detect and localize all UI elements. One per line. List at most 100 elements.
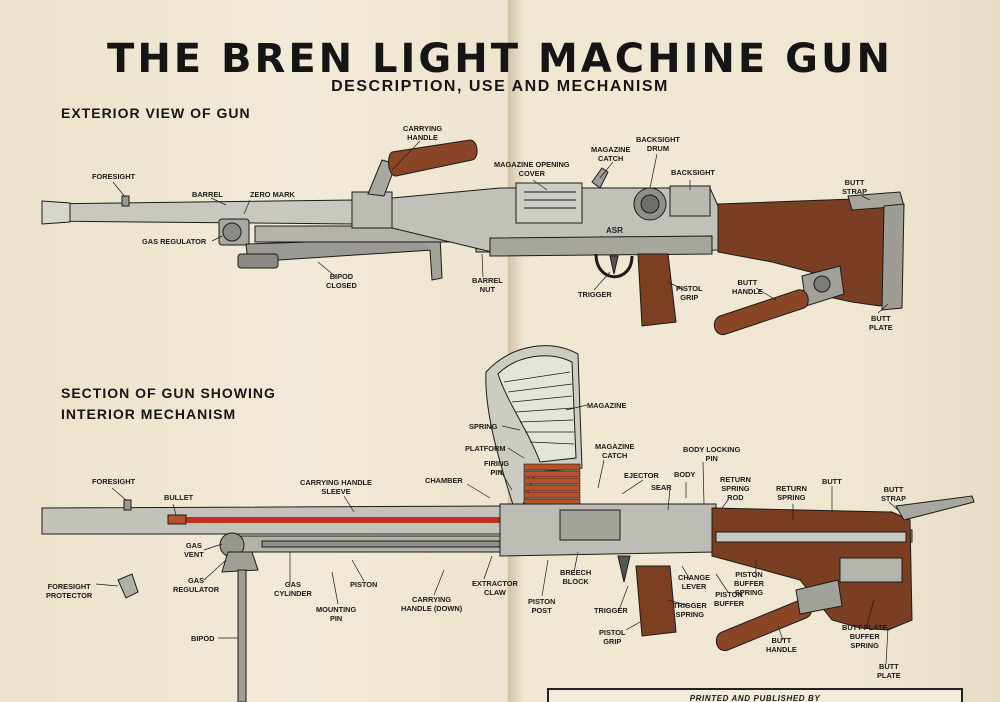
ext-label-trigger: TRIGGER	[578, 290, 612, 299]
sec-label-piston-buffer-spring-3: SPRING	[734, 588, 764, 597]
sec-label-butt: BUTT	[822, 477, 842, 486]
sec-label-firing-pin-2: PIN	[490, 468, 503, 477]
sec-label-magazine-catch-1: MAGAZINE	[595, 442, 635, 451]
sec-label-foresight-protector: FORESIGHT PROTECTOR	[46, 582, 92, 600]
exterior-carrying-handle-grip	[388, 139, 478, 177]
sec-label-gas-vent-1: GAS	[185, 541, 202, 550]
exterior-trigger-guard	[594, 253, 634, 279]
sec-label-piston-buffer: PISTON BUFFER	[714, 590, 744, 608]
sec-label-return-spring-rod-3: ROD	[727, 493, 744, 502]
page-title: THE BREN LIGHT MACHINE GUN	[107, 36, 893, 82]
ext-label-butt-strap-1: BUTT	[844, 178, 865, 187]
ext-label-barrel-nut: BARREL NUT	[472, 276, 503, 294]
sec-label-carrying-handle-sleeve: CARRYING HANDLE SLEEVE	[300, 478, 372, 496]
sec-label-butt-handle-2: HANDLE	[766, 645, 797, 654]
sec-label-butt-handle-1: BUTT	[771, 636, 792, 645]
ext-label-foresight: FORESIGHT	[92, 172, 136, 181]
sec-label-piston-buffer-spring: PISTON BUFFER SPRING	[734, 570, 764, 597]
sec-label-breech-block-2: BLOCK	[562, 577, 589, 586]
sec-label-butt-plate-buffer-spring-3: SPRING	[850, 641, 879, 650]
sec-label-piston-post-2: POST	[531, 606, 552, 615]
exterior-gun: ASR	[41, 139, 905, 336]
sec-label-chamber: CHAMBER	[425, 476, 463, 485]
ext-label-butt-handle-1: BUTT	[737, 278, 758, 287]
ext-label-butt-handle-2: HANDLE	[732, 287, 763, 296]
sec-label-pistol-grip: PISTOL GRIP	[599, 628, 626, 646]
sec-label-magazine-catch: MAGAZINE CATCH	[595, 442, 634, 460]
sec-label-mounting-pin-2: PIN	[329, 614, 343, 623]
sec-label-butt-plate-2: PLATE	[877, 671, 901, 680]
sec-label-return-spring-1: RETURN	[776, 484, 807, 493]
sec-label-piston-buffer-1: PISTON	[715, 590, 743, 599]
exterior-carrying-handle-base	[351, 191, 393, 229]
sec-label-breech-block: BREECH BLOCK	[560, 568, 591, 586]
ext-label-butt-handle: BUTT HANDLE	[732, 278, 763, 296]
section-cartridges	[523, 463, 581, 506]
ext-label-bipod-closed-2: CLOSED	[326, 281, 357, 290]
exterior-stamp: ASR	[606, 226, 623, 235]
sec-label-foresight-protector-2: PROTECTOR	[46, 591, 93, 600]
section-foresight	[123, 499, 132, 511]
ext-label-backsight-drum-1: BACKSIGHT	[636, 135, 680, 144]
sec-label-piston-buffer-2: BUFFER	[714, 599, 744, 608]
ext-label-butt-strap: BUTT STRAP	[842, 178, 867, 196]
section-butt-handle-bracket	[795, 579, 843, 615]
section-bipod-leg	[237, 569, 247, 702]
sec-label-butt-handle: BUTT HANDLE	[766, 636, 797, 654]
sec-label-piston-post-1: PISTON	[528, 597, 556, 606]
sec-label-extractor-claw-1: EXTRACTOR	[472, 579, 518, 588]
exterior-foresight	[121, 195, 130, 207]
sec-label-body-locking-pin-2: PIN	[705, 454, 718, 463]
section-breech-block	[559, 509, 621, 541]
ext-label-butt-strap-2: STRAP	[842, 187, 868, 196]
sec-label-piston-post: PISTON POST	[528, 597, 555, 615]
section-heading-line-2: INTERIOR MECHANISM	[61, 406, 237, 422]
ext-label-butt-plate-2: PLATE	[869, 323, 893, 332]
publisher-box: PRINTED AND PUBLISHED BY	[547, 688, 963, 702]
sec-label-change-lever-1: CHANGE	[678, 573, 711, 582]
sec-label-carrying-handle-down: CARRYING HANDLE (DOWN)	[401, 595, 462, 613]
ext-label-barrel-nut-2: NUT	[479, 285, 495, 294]
ext-label-carrying-handle-1: CARRYING	[403, 124, 443, 133]
exterior-barrel	[41, 199, 356, 225]
sec-label-mounting-pin: MOUNTING PIN	[316, 605, 356, 623]
publisher-text: PRINTED AND PUBLISHED BY	[689, 694, 821, 702]
section-butt-strap	[895, 495, 975, 521]
sec-label-pistol-grip-1: PISTOL	[599, 628, 626, 637]
ext-label-magazine-catch-1: MAGAZINE	[591, 145, 631, 154]
section-bullet	[167, 514, 187, 525]
ext-label-magazine-catch: MAGAZINE CATCH	[591, 145, 630, 163]
ext-label-zero-mark: ZERO MARK	[250, 190, 295, 199]
exterior-leaders	[112, 140, 889, 314]
ext-label-carrying-handle-2: HANDLE	[407, 133, 438, 142]
ext-label-carrying-handle: CARRYING HANDLE	[403, 124, 442, 142]
sec-label-body: BODY	[674, 470, 696, 479]
sec-label-magazine-catch-2: CATCH	[602, 451, 628, 460]
sec-label-ejector: EJECTOR	[624, 471, 659, 480]
sec-label-extractor-claw-2: CLAW	[484, 588, 506, 597]
section-heading-line-1: SECTION OF GUN SHOWING	[61, 385, 276, 401]
sec-label-body-locking-pin-1: BODY LOCKING	[683, 445, 741, 454]
exterior-muzzle	[41, 200, 71, 225]
section-buffer-spring	[839, 557, 903, 583]
sec-label-return-spring-rod: RETURN SPRING ROD	[720, 475, 751, 502]
section-return-spring-coil	[715, 531, 907, 543]
sec-label-gas-regulator-2: REGULATOR	[173, 585, 220, 594]
sec-label-spring: SPRING	[469, 422, 498, 431]
sec-label-body-locking-pin: BODY LOCKING PIN	[683, 445, 740, 463]
sec-label-gas-vent-2: VENT	[184, 550, 204, 559]
page-subtitle: DESCRIPTION, USE AND MECHANISM	[331, 78, 669, 95]
section-leaders	[95, 404, 899, 665]
sec-label-carrying-handle-down-2: HANDLE (DOWN)	[401, 604, 463, 613]
exterior-butt-plate	[881, 203, 905, 311]
ext-label-gas-regulator: GAS REGULATOR	[142, 237, 207, 246]
ext-label-magazine-opening-cover-2: COVER	[518, 169, 545, 178]
section-trigger	[617, 555, 631, 583]
sec-label-firing-pin-1: FIRING	[484, 459, 510, 468]
sec-label-butt-strap-1: BUTT	[883, 485, 904, 494]
sec-label-gas-vent: GAS VENT	[184, 541, 204, 559]
sec-label-return-spring: RETURN SPRING	[776, 484, 807, 502]
sec-label-change-lever: CHANGE LEVER	[678, 573, 710, 591]
sec-label-return-spring-rod-2: SPRING	[721, 484, 750, 493]
sec-label-foresight-protector-1: FORESIGHT	[47, 582, 91, 591]
